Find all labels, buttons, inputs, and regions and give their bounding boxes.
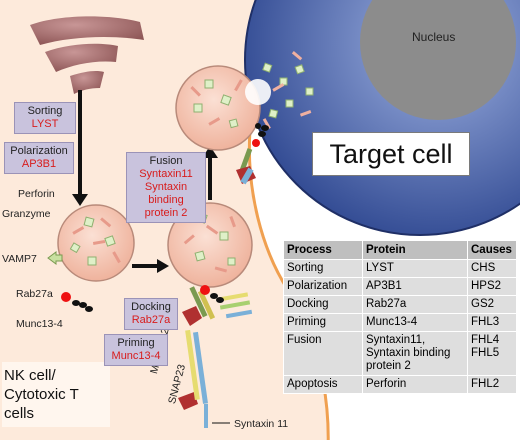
- fusion-protein-1: Syntaxin11: [139, 168, 193, 180]
- cell-protein: AP3B1: [362, 277, 468, 296]
- target-cell-label: Target cell: [312, 132, 470, 176]
- table-row: Priming Munc13-4 FHL3: [283, 313, 517, 332]
- nucleus-label: Nucleus: [412, 30, 456, 44]
- syntaxin11-label: Syntaxin 11: [234, 418, 289, 430]
- polarization-title: Polarization: [10, 145, 68, 157]
- docking-box: Docking Rab27a: [124, 298, 178, 330]
- fusion-title: Fusion: [149, 155, 183, 167]
- cell-process: Apoptosis: [283, 375, 363, 394]
- snare-complex-bottom: [178, 329, 230, 428]
- nucleus: [360, 0, 516, 120]
- table-header-row: Process Protein Causes: [283, 240, 517, 260]
- perforin-label: Perforin: [18, 188, 55, 200]
- header-process: Process: [283, 240, 363, 260]
- header-protein: Protein: [362, 240, 468, 260]
- cell-causes: GS2: [467, 295, 517, 314]
- cell-causes: FHL4 FHL5: [467, 331, 517, 376]
- rab27a-label: Rab27a: [16, 288, 53, 300]
- cell-process: Polarization: [283, 277, 363, 296]
- cell-process: Priming: [283, 313, 363, 332]
- cell-protein: Munc13-4: [362, 313, 468, 332]
- table-row: Docking Rab27a GS2: [283, 295, 517, 314]
- table-row: Apoptosis Perforin FHL2: [283, 375, 517, 394]
- header-causes: Causes: [467, 240, 517, 260]
- cell-process: Fusion: [283, 331, 363, 376]
- priming-title: Priming: [117, 337, 155, 349]
- cell-protein: Rab27a: [362, 295, 468, 314]
- munc13-4-label: Munc13-4: [16, 318, 63, 330]
- granzyme-label: Granzyme: [2, 208, 51, 220]
- sorting-protein: LYST: [31, 118, 59, 130]
- process-arrows: [72, 90, 218, 273]
- cell-causes: CHS: [467, 259, 517, 278]
- disease-table: Process Protein Causes Sorting LYST CHS …: [283, 240, 517, 394]
- cell-process: Docking: [283, 295, 363, 314]
- cell-protein: Perforin: [362, 375, 468, 394]
- cell-process: Sorting: [283, 259, 363, 278]
- cytotoxic-granule-3: [175, 51, 314, 185]
- docking-protein: Rab27a: [131, 314, 171, 326]
- table-row: Fusion Syntaxin11, Syntaxin binding prot…: [283, 331, 517, 376]
- cell-causes: FHL2: [467, 375, 517, 394]
- cell-causes: HPS2: [467, 277, 517, 296]
- table-row: Polarization AP3B1 HPS2: [283, 277, 517, 296]
- cell-protein: LYST: [362, 259, 468, 278]
- priming-box: Priming Munc13-4: [104, 334, 168, 366]
- cytotoxic-granule-1: [47, 204, 135, 312]
- table-row: Sorting LYST CHS: [283, 259, 517, 278]
- fusion-protein-3: protein 2: [144, 207, 188, 219]
- nk-cell-label: NK cell/ Cytotoxic T cells: [2, 362, 110, 427]
- cell-causes: FHL3: [467, 313, 517, 332]
- cell-protein: Syntaxin11, Syntaxin binding protein 2: [362, 331, 468, 376]
- sorting-title: Sorting: [27, 105, 63, 117]
- sorting-box: Sorting LYST: [14, 102, 76, 134]
- fusion-protein-2: Syntaxin binding: [144, 181, 188, 206]
- polarization-protein: AP3B1: [21, 158, 57, 170]
- polarization-box: Polarization AP3B1: [4, 142, 74, 174]
- priming-protein: Munc13-4: [111, 350, 161, 362]
- fusion-box: Fusion Syntaxin11 Syntaxin binding prote…: [126, 152, 206, 223]
- docking-title: Docking: [131, 301, 171, 313]
- golgi-apparatus: [30, 16, 144, 94]
- vamp7-label: VAMP7: [2, 253, 37, 265]
